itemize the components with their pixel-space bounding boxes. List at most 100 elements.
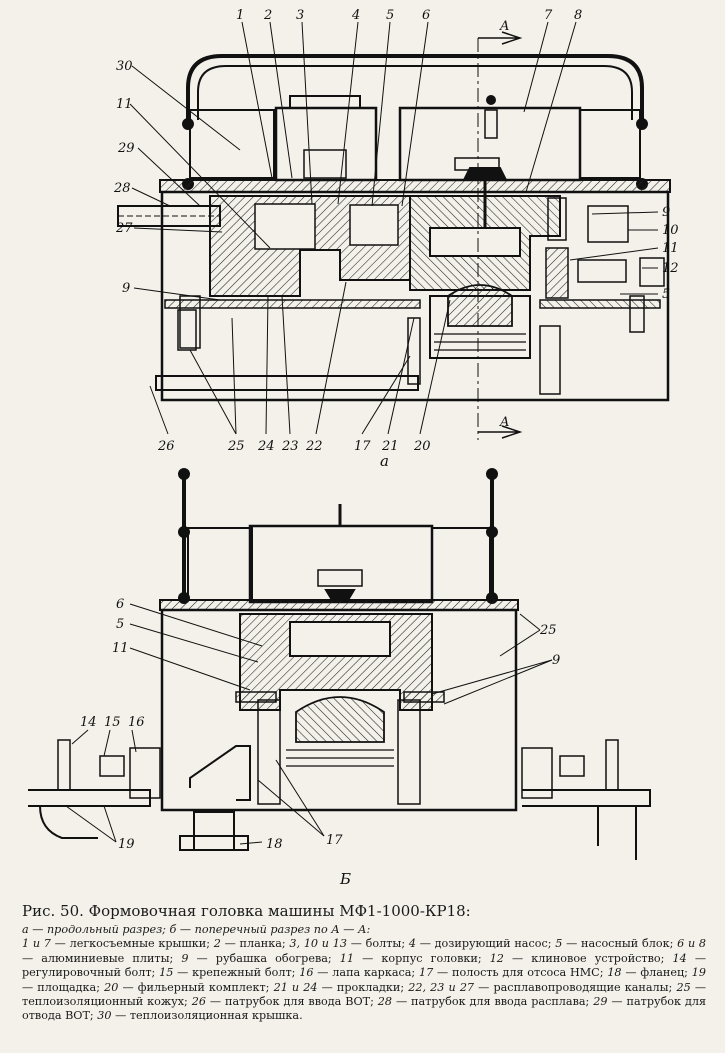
legend-text: — легкосъемные крышки; <box>50 937 214 951</box>
callout-a-30: 30 <box>116 59 133 74</box>
view-a-leaders <box>129 21 659 435</box>
callout-a-22: 22 <box>305 439 323 454</box>
view-a-section <box>117 31 671 440</box>
legend-entry: 15 — крепежный болт; <box>159 966 299 979</box>
callout-a-8: 8 <box>574 8 582 23</box>
callout-a-25: 25 <box>227 439 245 454</box>
legend-number: 6 и 8 <box>677 937 707 951</box>
callout-b-17: 17 <box>326 833 343 848</box>
legend-entry: 4 — дозирующий насос; <box>409 937 555 950</box>
legend-number: 11 <box>339 951 355 965</box>
callout-a-24: 24 <box>257 439 275 454</box>
legend-number: 4 <box>408 937 416 951</box>
legend-text: — насосный блок; <box>562 937 678 951</box>
legend-text: — фланец; <box>621 966 692 980</box>
callout-a-1: 1 <box>236 8 244 23</box>
legend-text: — дозирующий насос; <box>415 937 556 951</box>
legend-entry: 16 — лапа каркаса; <box>299 966 419 979</box>
legend-text: — фильерный комплект; <box>118 980 274 994</box>
callout-a-28: 28 <box>113 181 131 196</box>
legend-entry: 22, 23 и 27 — расплавопроводящие каналы; <box>408 981 676 994</box>
legend-text: — лапа каркаса; <box>313 966 419 980</box>
legend-entry: 29 — патрубок для отвода ВОТ; <box>22 995 706 1022</box>
legend-number: 12 <box>489 951 504 965</box>
legend-number: 20 <box>104 980 119 994</box>
legend-entry: 19 — площадка; <box>22 966 706 993</box>
legend-number: 14 <box>672 951 687 965</box>
view-b-label: Б <box>339 870 351 888</box>
callout-a-4: 4 <box>351 8 360 23</box>
legend-number: 3, 10 и 13 <box>289 937 347 951</box>
view-a-label: a <box>380 452 389 470</box>
legend-number: 19 <box>691 966 706 980</box>
legend-entry: 26 — патрубок для ввода ВОТ; <box>192 995 378 1008</box>
legend-number: 28 <box>377 995 393 1009</box>
caption-title: Рис. 50. Формовочная головка машины МФ1-… <box>22 902 471 920</box>
legend-entry: 1 и 7 — легкосъемные крышки; <box>22 937 214 950</box>
legend-entry: 9 — рубашка обогрева; <box>181 952 339 965</box>
callout-b-11: 11 <box>112 641 129 656</box>
callout-a-5b: 5 <box>662 287 670 302</box>
legend-number: 1 и 7 <box>22 937 51 951</box>
callout-a-27: 27 <box>115 221 133 236</box>
legend-entry: 5 — насосный блок; <box>555 937 677 950</box>
callout-b-5: 5 <box>116 617 124 632</box>
legend-text: — прокладки; <box>317 980 409 994</box>
legend-entry: 2 — планка; <box>214 937 290 950</box>
legend-number: 21 и 24 <box>273 980 318 994</box>
callout-a-23: 23 <box>281 439 299 454</box>
legend-number: 18 <box>607 966 622 980</box>
legend-number: 2 <box>213 937 221 951</box>
legend-entry: 6 и 8 — алюминиевые плиты; <box>22 937 706 964</box>
legend-text: — теплоизоляционная крышка. <box>111 1009 303 1023</box>
legend-entry: 28 — патрубок для ввода расплава; <box>378 995 593 1008</box>
legend-entry: 20 — фильерный комплект; <box>104 981 273 994</box>
legend-text: — корпус головки; <box>354 951 490 965</box>
legend-text: — планка; <box>220 937 290 951</box>
legend-entry: 11 — корпус головки; <box>340 952 490 965</box>
legend-text: — болты; <box>346 937 409 951</box>
legend-number: 9 <box>181 951 189 965</box>
callout-b-6: 6 <box>116 597 124 612</box>
legend-text: — патрубок для отвода ВОТ; <box>22 995 707 1023</box>
callout-b-14: 14 <box>80 715 97 730</box>
legend-number: 16 <box>299 966 314 980</box>
technical-drawing: 1 2 3 4 5 6 7 8 9 10 11 12 13 5 9 17 20 … <box>28 8 679 888</box>
legend-entry: 17 — полость для отсоса НМС; <box>419 966 607 979</box>
callout-a-11: 11 <box>116 97 133 112</box>
legend-text: — площадка; <box>22 980 105 994</box>
callout-b-9: 9 <box>552 653 560 668</box>
callout-b-18: 18 <box>266 837 283 852</box>
legend-number: 30 <box>97 1009 112 1023</box>
legend-number: 15 <box>159 966 174 980</box>
legend-number: 26 <box>191 995 206 1009</box>
legend-entry: 21 и 24 — прокладки; <box>274 981 409 994</box>
callout-a-20: 20 <box>413 439 431 454</box>
legend-entry: 30 — теплоизоляционная крышка. <box>97 1009 302 1022</box>
legend-text: — алюминиевые плиты; <box>22 951 182 965</box>
callout-a-12: 11 <box>662 241 679 256</box>
legend-number: 22, 23 и 27 <box>408 980 475 994</box>
callout-b-16: 16 <box>128 715 145 730</box>
view-b-section <box>28 468 651 860</box>
callout-a-26: 26 <box>157 439 175 454</box>
callout-a-10: 10 <box>662 223 679 238</box>
legend-entry: 18 — фланец; <box>607 966 691 979</box>
view-b-leaders <box>65 603 553 845</box>
legend-entry: 25 — теплоизоляционный кожух; <box>22 981 706 1008</box>
legend-text: — клиновое устройство; <box>503 951 673 965</box>
legend-entry: 12 — клиновое устройство; <box>490 952 673 965</box>
callout-a-13: 12 <box>662 261 679 276</box>
legend-text: — регулировочный болт; <box>22 951 707 980</box>
legend-number: 17 <box>419 966 434 980</box>
legend-number: 29 <box>593 995 608 1009</box>
callout-a-2: 2 <box>263 8 272 23</box>
callout-a-5: 5 <box>386 8 394 23</box>
callout-b-19: 19 <box>118 837 135 852</box>
figure-caption: Рис. 50. Формовочная головка машины МФ1-… <box>22 902 706 1024</box>
legend-text: — теплоизоляционный кожух; <box>22 980 707 1009</box>
callout-b-15: 15 <box>104 715 121 730</box>
callout-a-6: 6 <box>422 8 430 23</box>
callout-a-29: 29 <box>117 141 135 156</box>
legend-text: — крепежный болт; <box>173 966 300 980</box>
